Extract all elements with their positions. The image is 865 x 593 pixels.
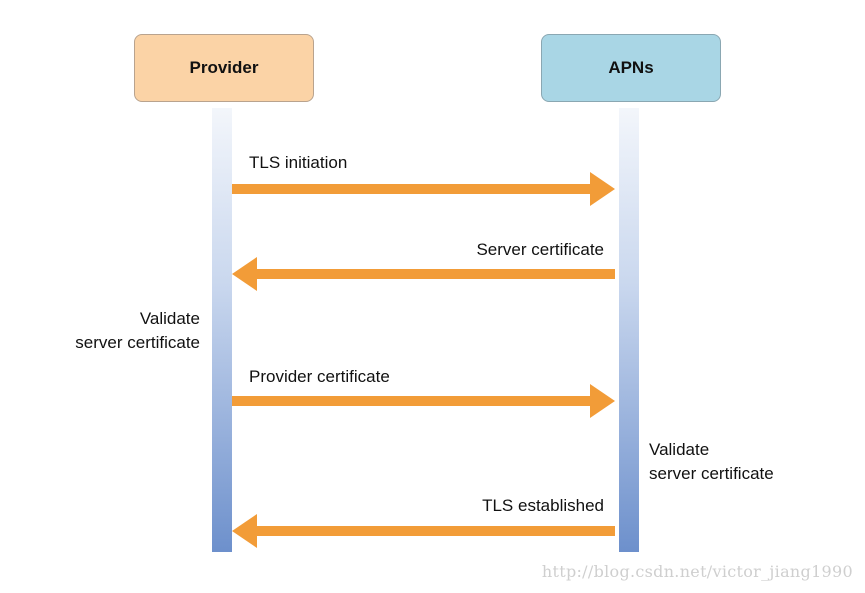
message-label-tls-initiation: TLS initiation [249, 153, 348, 172]
message-label-tls-established: TLS established [482, 496, 604, 515]
note-apns-line-1: Validate [649, 440, 710, 459]
actor-provider: Provider [134, 34, 314, 102]
message-label-provider-certificate: Provider certificate [249, 367, 390, 386]
note-provider-validate: Validate server certificate [75, 307, 200, 355]
arrow-tls-established [232, 513, 615, 549]
arrow-tls-initiation [232, 171, 615, 207]
actor-provider-label: Provider [189, 58, 259, 77]
note-apns-validate: Validate server certificate [649, 438, 774, 486]
message-label-server-certificate: Server certificate [476, 240, 604, 259]
apns-lifeline [619, 108, 639, 552]
provider-lifeline [212, 108, 232, 552]
actor-apns: APNs [541, 34, 721, 102]
arrow-provider-certificate [232, 383, 615, 419]
actor-apns-label: APNs [608, 58, 654, 77]
note-provider-line-2: server certificate [75, 333, 200, 352]
watermark-url: http://blog.csdn.net/victor_jiang1990 [541, 562, 853, 581]
note-apns-line-2: server certificate [649, 464, 774, 483]
note-provider-line-1: Validate [139, 309, 200, 328]
arrow-server-certificate [232, 256, 615, 292]
